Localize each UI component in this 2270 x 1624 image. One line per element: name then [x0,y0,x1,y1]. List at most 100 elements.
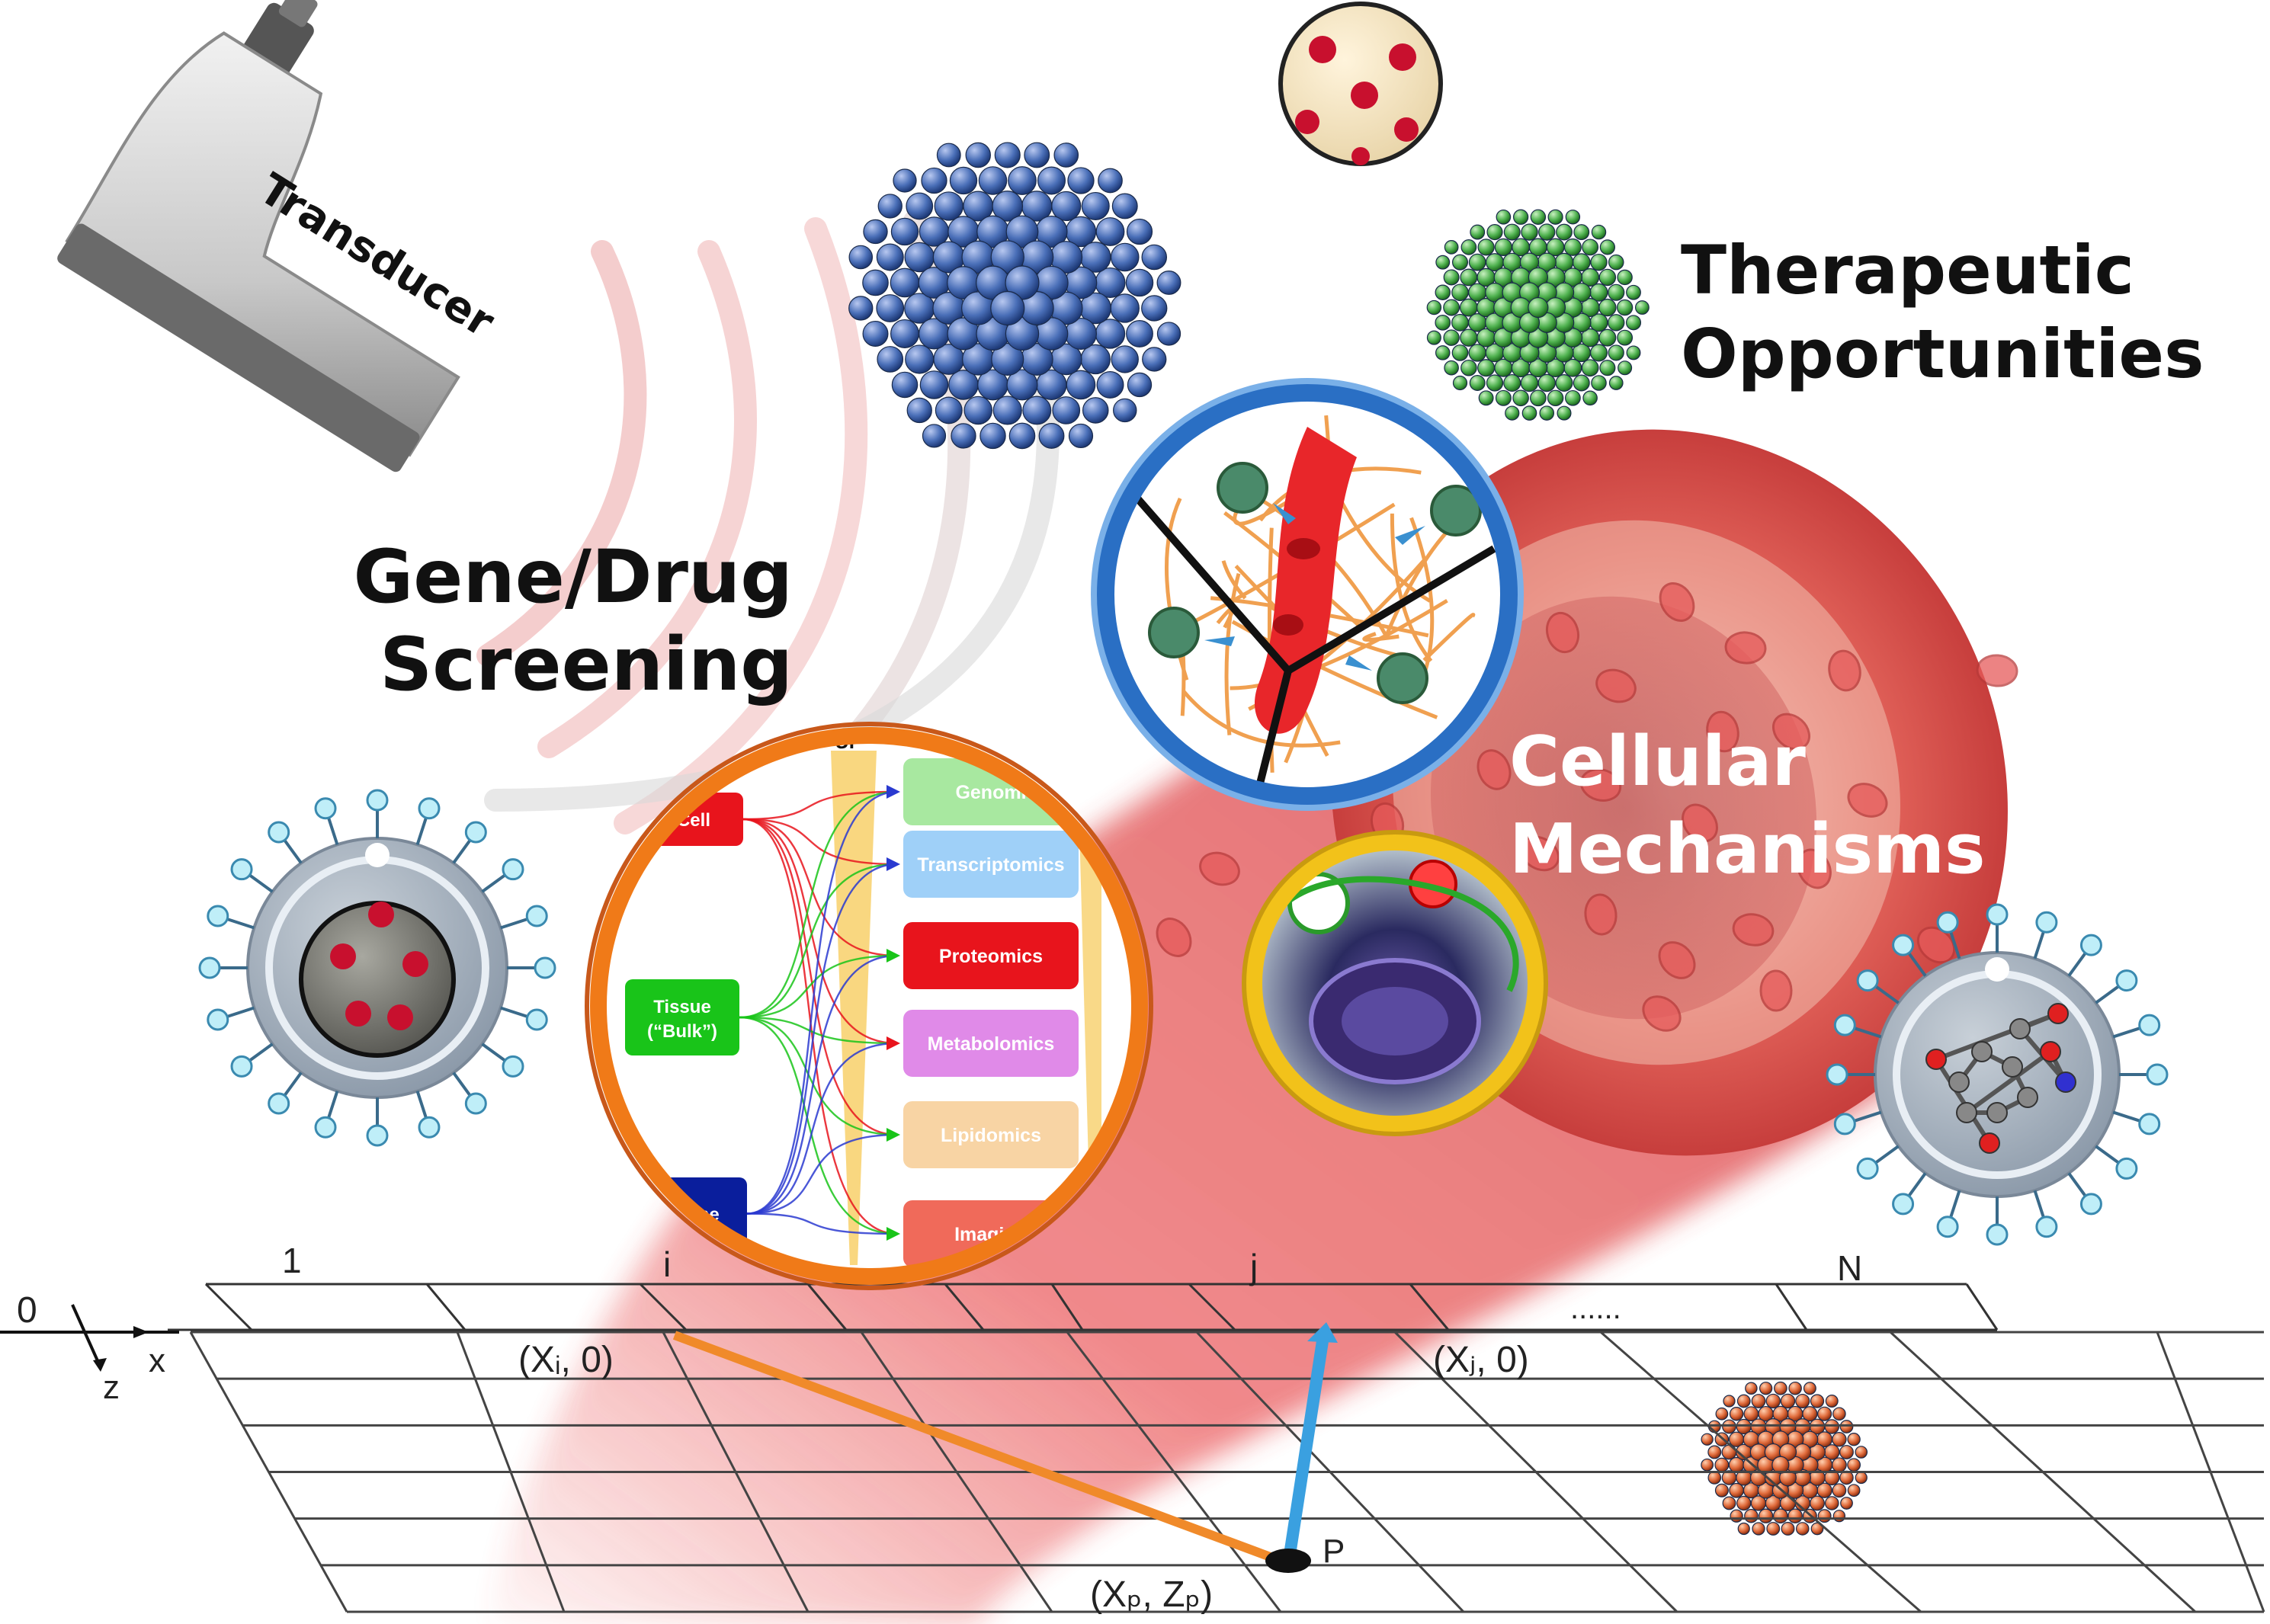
bead [1590,253,1608,271]
grid-line [1889,1331,2197,1613]
bead [1528,267,1549,288]
bead [1581,359,1599,377]
bead [1714,1483,1729,1497]
lipid-head [1936,911,1959,934]
bead [1435,345,1451,360]
bead [876,294,905,322]
cellular-label-line1: Cellular [1509,722,1806,802]
bead [1477,239,1495,256]
bead [1721,1444,1737,1460]
bead [1521,223,1538,241]
lipid-head [502,1055,524,1078]
lipid-head [464,1092,487,1115]
bead [1824,1419,1839,1434]
grid-line [2156,1331,2265,1613]
bead [1435,255,1451,270]
bead [1780,1393,1796,1409]
red-blood-cell [1797,848,1832,889]
bead [1451,344,1469,361]
grid-line [639,1283,688,1331]
bead [1443,269,1460,286]
bead [862,269,889,296]
ray-geometry [672,1322,1338,1573]
green-nanoparticle-cluster [1426,209,1650,421]
red-blood-cell [1156,918,1192,957]
bead [1573,374,1590,392]
bead [1714,1457,1730,1472]
bead [1787,1508,1803,1523]
bead [1110,242,1140,272]
orange-nanoparticle-cluster [1701,1381,1868,1536]
cell-cluster-group [1148,462,1482,704]
bead [935,396,963,424]
bead [1443,329,1460,346]
up-funnel [831,751,877,1265]
red-blood-cell [1847,783,1888,818]
lipid-head [534,956,556,979]
bead [963,396,992,425]
bead [1616,299,1634,316]
omics-output-label: Transcriptomics [917,854,1064,876]
bead [1538,223,1556,241]
bead [922,424,947,448]
bead [890,217,919,246]
lipid-head [314,797,337,820]
red-blood-cell [1584,893,1618,936]
lipid-head [2035,911,2058,934]
lipid-head [2138,1113,2161,1136]
bead [1096,370,1124,399]
lipid-nanoparticle-right [1826,903,2169,1246]
lipid-head [464,821,487,844]
bead [1751,1394,1766,1408]
omics-output-label: Proteomics [939,946,1043,967]
bead [1847,1458,1861,1472]
omics-link [746,790,898,1215]
omics-output-box [903,831,1079,898]
bead [1156,322,1181,346]
origin-label: 0 [17,1290,37,1331]
lipid-head [230,1055,253,1078]
bead [1591,375,1607,391]
lipid-head [2035,1216,2058,1238]
bead [1701,1458,1714,1472]
blue-nanoparticle-cluster [848,142,1181,450]
lipid-head [268,821,290,844]
bead [1486,224,1503,241]
bead [921,167,947,194]
bead [1053,143,1079,168]
bead [1494,238,1512,256]
bead [1832,1432,1847,1447]
bead [1008,422,1036,450]
right-funnel [1079,800,1101,1219]
lipid-head [2138,1014,2161,1036]
bead [991,342,1024,376]
omics-link [739,1016,898,1136]
grid-line [1188,1283,1236,1331]
bead [1626,284,1641,300]
porous-particle-top [1278,2,1443,166]
lipid-head [1986,903,2009,926]
bead [1519,252,1540,272]
cellular-label-line2: Mechanisms [1509,809,1986,889]
bead [949,166,978,195]
bead [1723,1395,1736,1408]
bead [1528,296,1549,319]
bead [1832,1483,1847,1498]
lipid-head [366,1124,389,1147]
bead [1530,209,1547,225]
lipid-head [525,905,548,927]
bead [1005,215,1039,248]
bead [1444,360,1459,376]
bead [1832,1510,1846,1523]
bead [1722,1496,1736,1510]
omics-output-label: Metabolomics [928,1033,1055,1055]
bead [1707,1445,1722,1459]
col-label-i: i [663,1244,671,1284]
bead [1824,1496,1839,1510]
grid-line [425,1283,467,1331]
bead [848,245,873,270]
bead [1477,359,1496,377]
grid-line [1195,1331,1465,1613]
lipid-head [1833,1113,1856,1136]
bead [1460,268,1478,287]
